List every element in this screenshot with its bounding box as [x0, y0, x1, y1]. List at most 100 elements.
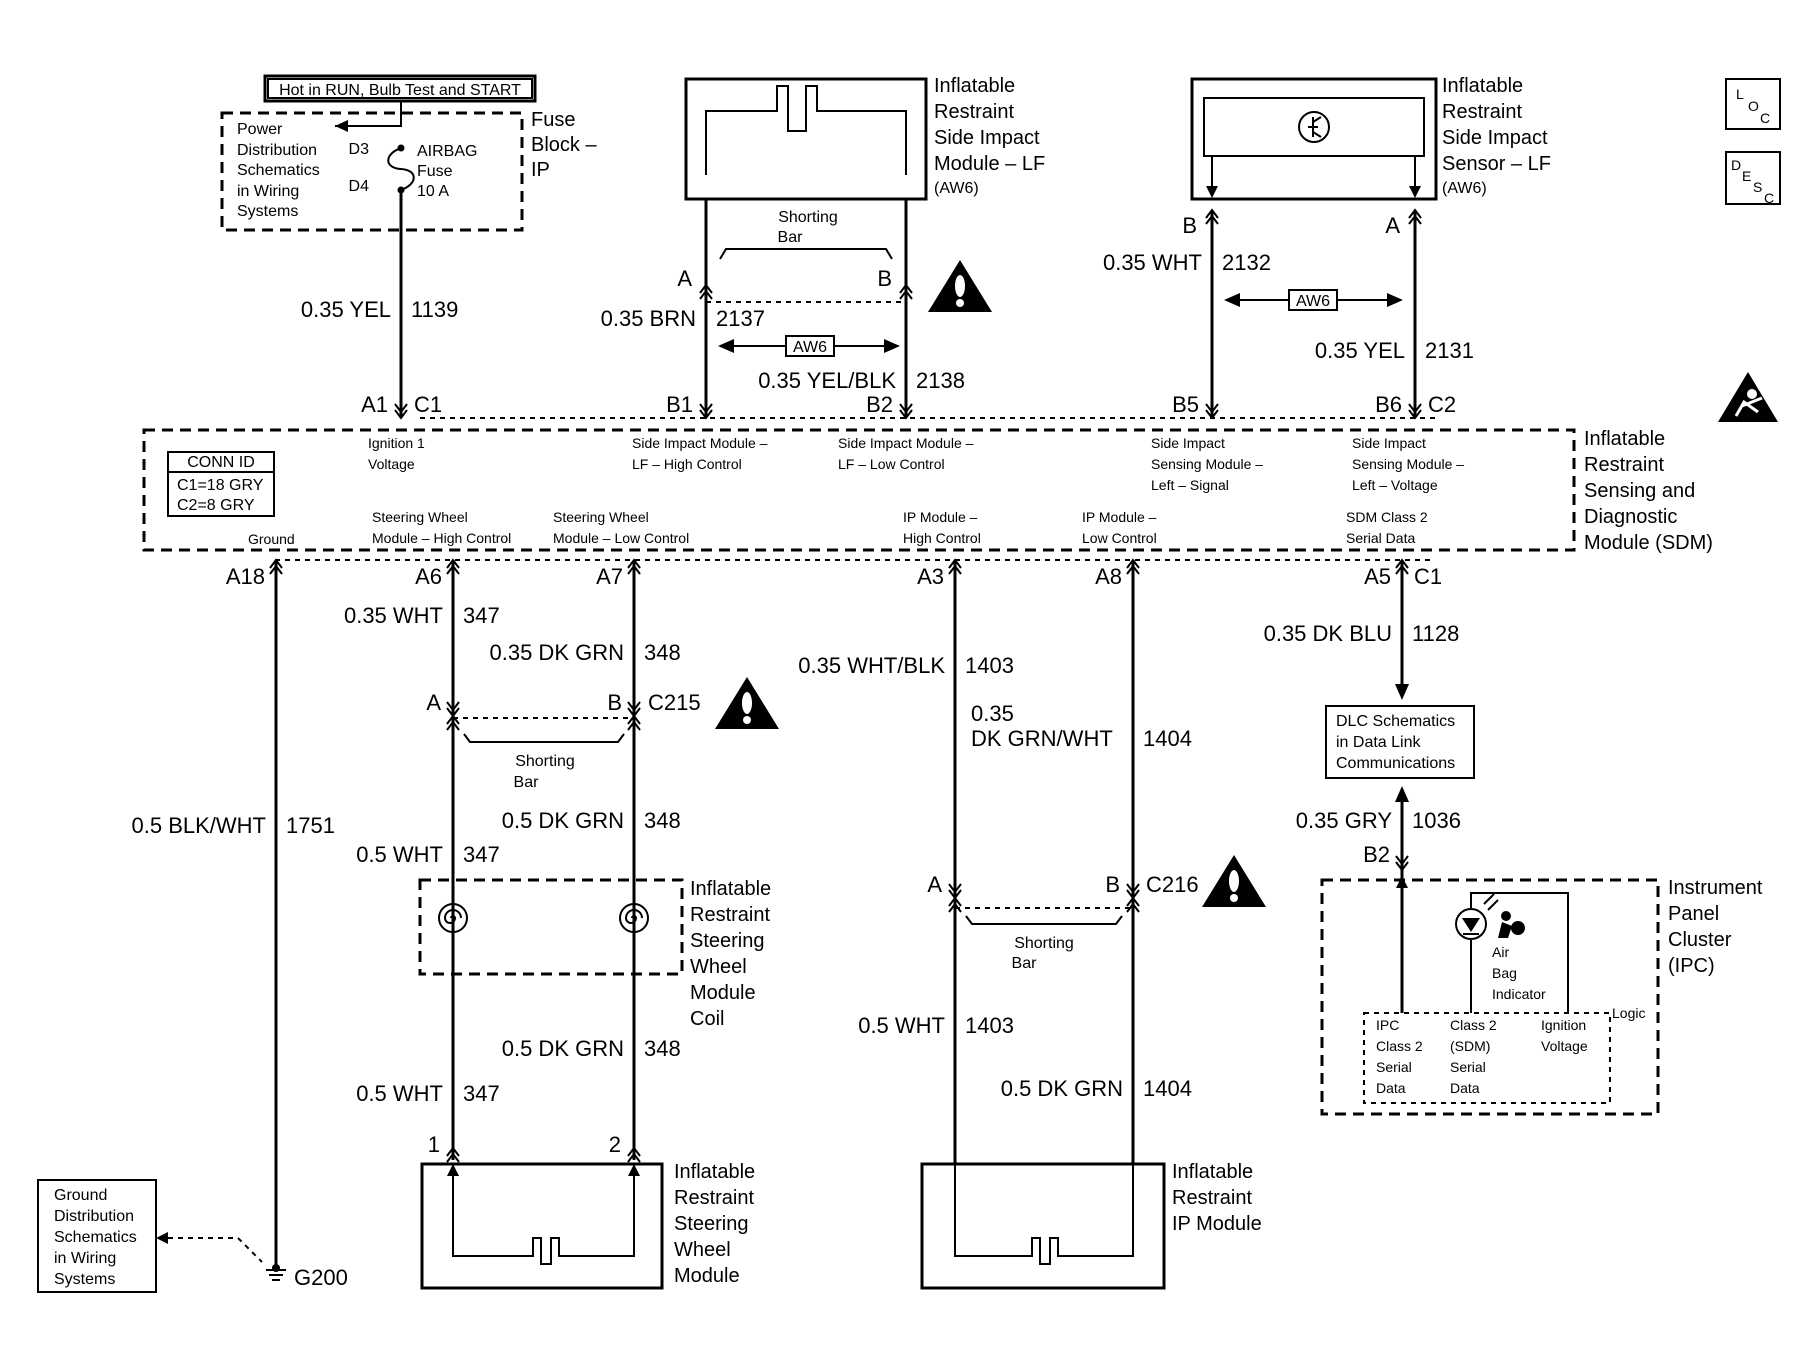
- svg-text:347: 347: [463, 1081, 500, 1106]
- connector-c216: C216: [1146, 872, 1199, 897]
- loc-icon[interactable]: LOC: [1725, 78, 1781, 130]
- svg-text:0.5 WHT: 0.5 WHT: [356, 842, 443, 867]
- svg-text:0.35 WHT: 0.35 WHT: [1103, 250, 1202, 275]
- svg-text:348: 348: [644, 1036, 681, 1061]
- caution-icon-c215: [715, 677, 779, 729]
- svg-text:AW6: AW6: [793, 339, 827, 356]
- sensor-icon: [1298, 111, 1330, 143]
- aw6-option-tag: AW6: [718, 335, 900, 357]
- svg-text:CONN ID: CONN ID: [187, 454, 255, 471]
- svg-text:B: B: [607, 690, 622, 715]
- svg-text:A: A: [927, 872, 942, 897]
- svg-text:0.35 BRN: 0.35 BRN: [601, 306, 696, 331]
- svg-text:Ground: Ground: [248, 531, 295, 547]
- svg-text:Side Impact Module –LF – High: Side Impact Module –LF – High Control: [632, 435, 768, 472]
- svg-text:1403: 1403: [965, 653, 1014, 678]
- svg-text:C: C: [1760, 110, 1770, 126]
- svg-text:0.5 WHT: 0.5 WHT: [356, 1081, 443, 1106]
- seatbelt-warning-icon: [1718, 372, 1778, 422]
- svg-text:A: A: [426, 690, 441, 715]
- svg-text:1404: 1404: [1143, 1076, 1192, 1101]
- svg-text:B1: B1: [666, 392, 693, 417]
- caution-icon: [928, 260, 992, 312]
- svg-text:0.5 DK GRN: 0.5 DK GRN: [502, 1036, 624, 1061]
- svg-text:C1: C1: [414, 392, 442, 417]
- svg-text:B2: B2: [866, 392, 893, 417]
- svg-text:0.35 DK GRN: 0.35 DK GRN: [490, 640, 625, 665]
- svg-text:347: 347: [463, 603, 500, 628]
- svg-text:B: B: [1182, 213, 1197, 238]
- svg-text:0.5 DK GRN: 0.5 DK GRN: [502, 808, 624, 833]
- svg-text:0.35 WHT: 0.35 WHT: [344, 603, 443, 628]
- svg-text:2131: 2131: [1425, 338, 1474, 363]
- svg-text:E: E: [1742, 168, 1751, 184]
- connector-c215: C215: [648, 690, 701, 715]
- svg-text:A5: A5: [1364, 564, 1391, 589]
- airbag-fuse-symbol: [387, 147, 415, 191]
- svg-text:Hot in RUN, Bulb Test and STAR: Hot in RUN, Bulb Test and START: [279, 82, 521, 99]
- svg-text:2: 2: [609, 1132, 621, 1157]
- svg-text:1128: 1128: [1412, 621, 1459, 646]
- svg-text:G200: G200: [294, 1265, 348, 1290]
- hot-in-run-label: Hot in RUN, Bulb Test and START: [263, 74, 537, 103]
- svg-text:1036: 1036: [1412, 808, 1461, 833]
- svg-text:1403: 1403: [965, 1013, 1014, 1038]
- svg-text:D4: D4: [349, 178, 370, 195]
- svg-text:A: A: [677, 266, 692, 291]
- svg-text:D3: D3: [349, 141, 370, 158]
- svg-text:(AW6): (AW6): [1442, 180, 1487, 197]
- svg-text:0.35 YEL/BLK: 0.35 YEL/BLK: [758, 368, 896, 393]
- svg-text:O: O: [1748, 98, 1759, 114]
- svg-text:L: L: [1736, 86, 1744, 102]
- svg-text:A: A: [1385, 213, 1400, 238]
- svg-text:C1=18 GRY: C1=18 GRY: [177, 477, 264, 494]
- svg-text:0.35 WHT/BLK: 0.35 WHT/BLK: [798, 653, 945, 678]
- svg-text:0.35 YEL: 0.35 YEL: [301, 297, 391, 322]
- svg-text:IP Module –Low Control: IP Module –Low Control: [1082, 509, 1157, 546]
- svg-text:B: B: [877, 266, 892, 291]
- svg-text:Side Impact Module –LF – Low C: Side Impact Module –LF – Low Control: [838, 435, 974, 472]
- svg-text:Logic: Logic: [1612, 1005, 1645, 1021]
- air-bag-icon: [1498, 911, 1525, 938]
- aw6-option-tag-sensor: AW6: [1224, 289, 1403, 311]
- svg-text:(AW6): (AW6): [934, 180, 979, 197]
- coil-icon: [619, 903, 649, 933]
- svg-text:1404: 1404: [1143, 726, 1192, 751]
- svg-text:347: 347: [463, 842, 500, 867]
- ground-g200: G200: [266, 1264, 348, 1290]
- svg-text:A3: A3: [917, 564, 944, 589]
- svg-text:IP Module –High Control: IP Module –High Control: [903, 509, 981, 546]
- air-bag-indicator-lamp-icon: [1455, 893, 1499, 940]
- svg-text:2137: 2137: [716, 306, 765, 331]
- svg-text:1751: 1751: [286, 813, 335, 838]
- caution-icon-c216: [1202, 855, 1266, 907]
- svg-text:AW6: AW6: [1296, 293, 1330, 310]
- svg-text:C1: C1: [1414, 564, 1442, 589]
- svg-text:D: D: [1731, 157, 1741, 173]
